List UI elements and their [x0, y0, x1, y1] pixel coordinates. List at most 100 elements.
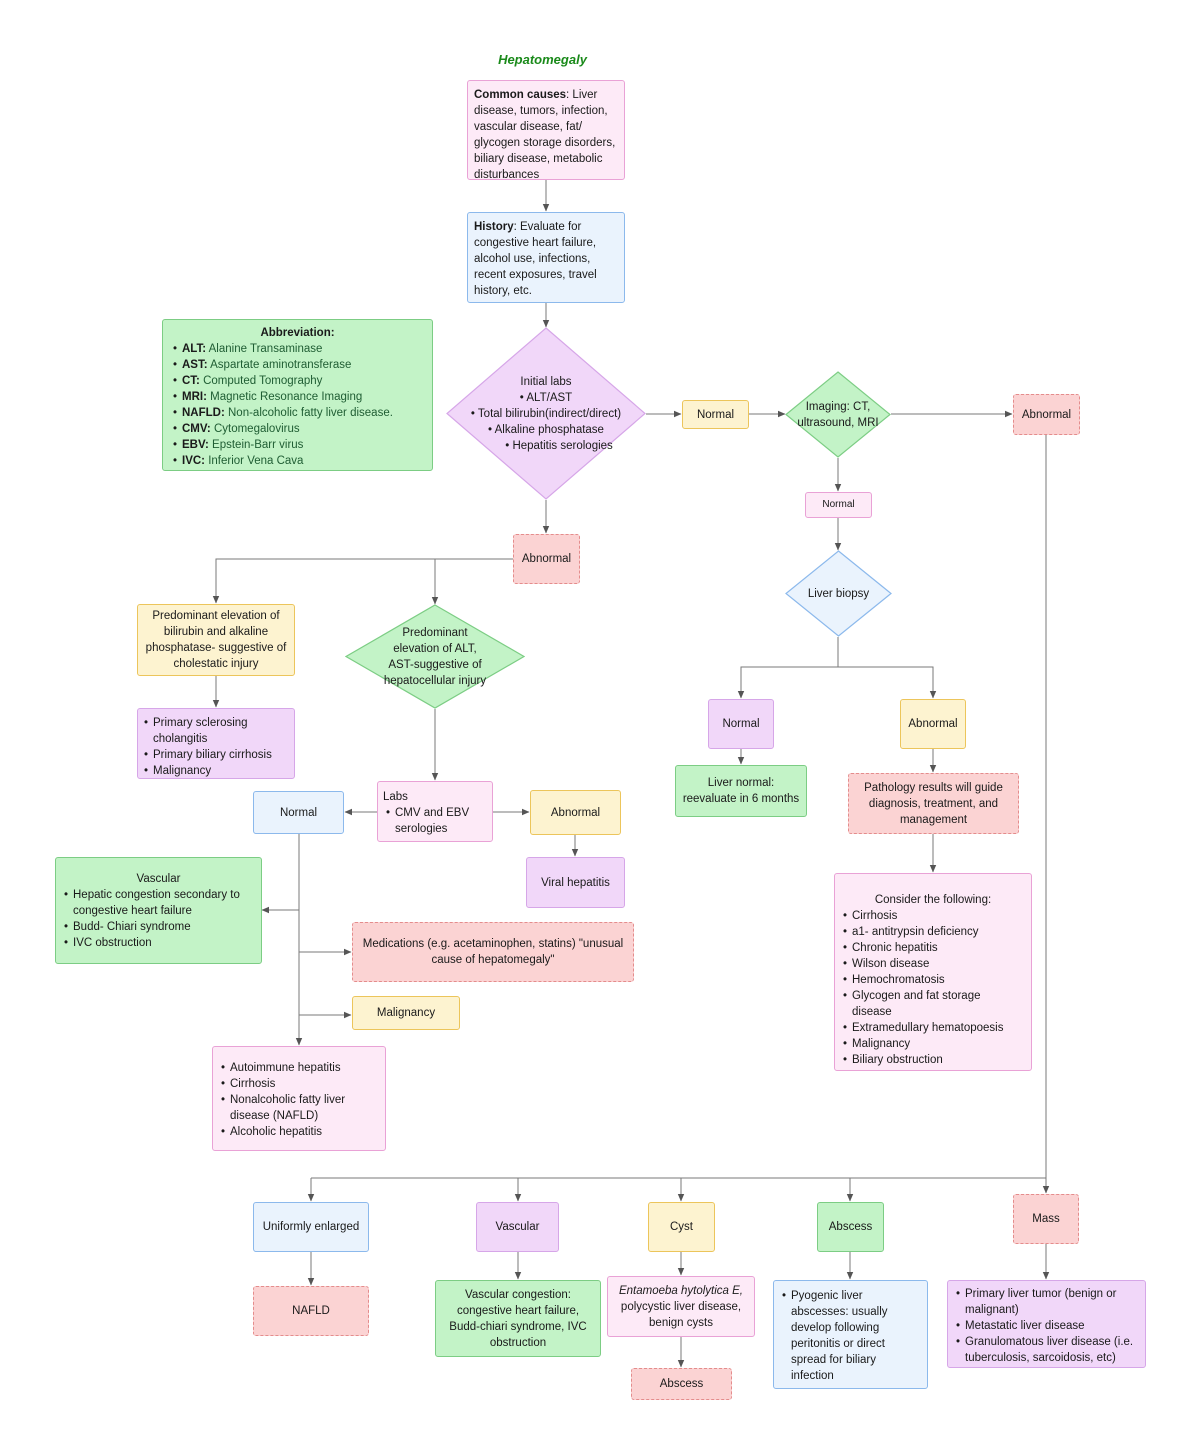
consider-heading: Consider the following: [874, 894, 992, 906]
bottom-vascular-box: Vascular [476, 1202, 559, 1252]
medications-box: Medications (e.g. acetaminophen, statins… [352, 922, 634, 982]
abbreviation-list: ALT: Alanine Transaminase AST: Aspartate… [173, 341, 422, 469]
imaging-normal-box: Normal [805, 492, 872, 518]
consider-item: Extramedullary hematopoesis [843, 1020, 1023, 1036]
abscess-box: Abscess [817, 1202, 884, 1252]
malignancy-label: Malignancy [376, 1007, 436, 1019]
cyst-box: Cyst [648, 1202, 715, 1252]
abbr-item: IVC: Inferior Vena Cava [173, 453, 422, 469]
cholestatic-causes-list: Primary sclerosing cholangitis Primary b… [144, 715, 288, 779]
labs-abnormal-label: Abnormal [521, 553, 572, 565]
biopsy-normal-label: Normal [722, 718, 760, 730]
hepatocellular-diamond: Predominant elevation of ALT, AST-sugges… [345, 604, 525, 709]
consider-item: Cirrhosis [843, 908, 1023, 924]
vascular-cause-item: Hepatic congestion secondary to congesti… [64, 887, 253, 919]
initial-labs-item: • Hepatitis serologies [505, 439, 613, 452]
cmv-labs-heading: Labs [383, 791, 408, 803]
serology-abnormal-label: Abnormal [550, 806, 601, 819]
imaging-text: Imaging: CT, ultrasound, MRI [797, 400, 879, 429]
diagram-title: Hepatomegaly [498, 52, 587, 67]
cyst-desc-box: Entamoeba hytolytica E, polycystic liver… [607, 1276, 755, 1337]
cyst-abscess-label: Abscess [659, 1378, 704, 1390]
bottom-vascular-label: Vascular [495, 1221, 540, 1233]
labs-normal-label: Normal [696, 408, 735, 421]
abbr-item: MRI: Magnetic Resonance Imaging [173, 389, 422, 405]
consider-item: a1- antitrypsin deficiency [843, 924, 1023, 940]
hepatocellular-causes-box: Autoimmune hepatitis Cirrhosis Nonalcoho… [212, 1046, 386, 1151]
serology-normal-label: Normal [279, 806, 318, 819]
initial-labs-item: • Alkaline phosphatase [488, 423, 604, 436]
labs-normal-box: Normal [682, 400, 749, 429]
cholestatic-causes-box: Primary sclerosing cholangitis Primary b… [137, 708, 295, 779]
common-causes-text: : Liver disease, tumors, infection, vasc… [474, 89, 616, 181]
mass-label: Mass [1032, 1213, 1060, 1225]
vascular-causes-heading: Vascular [136, 873, 181, 885]
common-causes-label: Common causes [474, 89, 567, 101]
labs-abnormal-box: Abnormal [513, 534, 580, 584]
viral-hepatitis-label: Viral hepatitis [541, 876, 610, 889]
initial-labs-diamond: Initial labs • ALT/AST • Total bilirubin… [446, 327, 646, 500]
cholestatic-text: Predominant elevation of bilirubin and a… [145, 610, 287, 670]
abbreviation-heading: Abbreviation: [260, 327, 335, 339]
hepatocellular-cause-item: Nonalcoholic fatty liver disease (NAFLD) [221, 1092, 377, 1124]
mass-causes-list: Primary liver tumor (benign or malignant… [956, 1286, 1137, 1366]
pyogenic-item: Pyogenic liver abscesses: usually develo… [782, 1288, 919, 1384]
abbr-item: AST: Aspartate aminotransferase [173, 357, 422, 373]
pathology-text: Pathology results will guide diagnosis, … [864, 781, 1003, 826]
cholestatic-cause-item: Malignancy [144, 763, 288, 779]
hepatocellular-text: Predominant elevation of ALT, AST-sugges… [383, 626, 487, 687]
imaging-diamond: Imaging: CT, ultrasound, MRI [785, 371, 891, 458]
cholestatic-cause-item: Primary sclerosing cholangitis [144, 715, 288, 747]
mass-cause-item: Metastatic liver disease [956, 1318, 1137, 1334]
hepatocellular-causes-list: Autoimmune hepatitis Cirrhosis Nonalcoho… [221, 1060, 377, 1140]
cyst-organism: Entamoeba hytolytica E, [618, 1284, 743, 1297]
common-causes-box: Common causes: Liver disease, tumors, in… [467, 80, 625, 181]
mass-cause-item: Granulomatous liver disease (i.e. tuberc… [956, 1334, 1137, 1366]
viral-hepatitis-box: Viral hepatitis [526, 857, 625, 908]
vascular-causes-list: Hepatic congestion secondary to congesti… [64, 887, 253, 951]
cyst-label: Cyst [670, 1221, 693, 1233]
cyst-desc-rest: polycystic liver disease, benign cysts [620, 1300, 742, 1329]
cmv-labs-list: CMV and EBV serologies [383, 805, 487, 837]
serology-normal-box: Normal [253, 791, 344, 834]
edge-biopsy-abnormal [838, 666, 937, 699]
hepatocellular-cause-item: Cirrhosis [221, 1076, 377, 1092]
abbreviation-box: Abbreviation: ALT: Alanine Transaminase … [162, 319, 433, 471]
nafld-box: NAFLD [253, 1286, 369, 1336]
pyogenic-box: Pyogenic liver abscesses: usually develo… [773, 1280, 928, 1389]
abbr-item: EBV: Epstein-Barr virus [173, 437, 422, 453]
abbr-item: NAFLD: Non-alcoholic fatty liver disease… [173, 405, 422, 421]
abbr-item: CMV: Cytomegalovirus [173, 421, 422, 437]
vascular-congestion-box: Vascular congestion: congestive heart fa… [435, 1280, 601, 1357]
history-box: History: Evaluate for congestive heart f… [467, 212, 625, 303]
abscess-label: Abscess [828, 1221, 873, 1233]
imaging-abnormal-box: Abnormal [1013, 394, 1080, 435]
diamond-shape [785, 371, 891, 458]
mass-causes-box: Primary liver tumor (benign or malignant… [947, 1280, 1146, 1368]
diamond-shape [785, 550, 892, 637]
uniform-box: Uniformly enlarged [253, 1202, 369, 1252]
mass-cause-item: Primary liver tumor (benign or malignant… [956, 1286, 1137, 1318]
hepatocellular-cause-item: Autoimmune hepatitis [221, 1060, 377, 1076]
liver-normal-box: Liver normal: reevaluate in 6 months [675, 765, 807, 817]
cyst-desc-text: Entamoeba hytolytica E, polycystic liver… [614, 1283, 748, 1331]
pathology-box: Pathology results will guide diagnosis, … [848, 773, 1019, 834]
vascular-cause-item: Budd- Chiari syndrome [64, 919, 253, 935]
cyst-abscess-box: Abscess [631, 1368, 732, 1400]
diamond-shape [345, 604, 525, 709]
initial-labs-item: • Total bilirubin(indirect/direct) [470, 407, 622, 420]
mass-box: Mass [1013, 1194, 1079, 1244]
history-text: : Evaluate for congestive heart failure,… [474, 221, 597, 297]
initial-labs-item: • ALT/AST [519, 391, 573, 404]
liver-normal-text: Liver normal: reevaluate in 6 months [682, 777, 800, 805]
malignancy-box: Malignancy [352, 996, 460, 1030]
consider-item: Hemochromatosis [843, 972, 1023, 988]
history-label: History [474, 221, 514, 233]
cholestatic-box: Predominant elevation of bilirubin and a… [137, 604, 295, 676]
consider-item: Biliary obstruction [843, 1052, 1023, 1068]
consider-item: Malignancy [843, 1036, 1023, 1052]
liver-biopsy-diamond: Liver biopsy [785, 550, 892, 637]
nafld-label: NAFLD [292, 1305, 330, 1317]
consider-item: Chronic hepatitis [843, 940, 1023, 956]
